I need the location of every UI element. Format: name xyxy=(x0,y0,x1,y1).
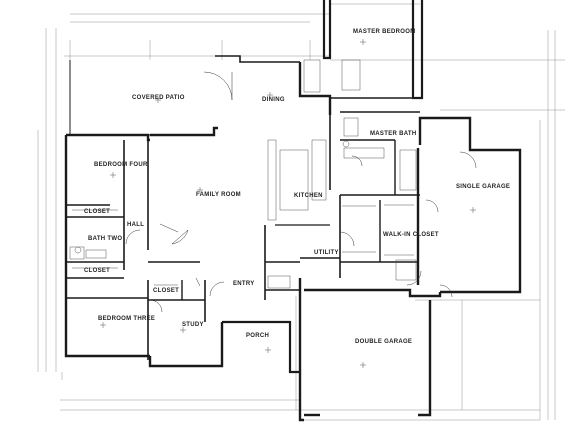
label-covered-patio: COVERED PATIO xyxy=(132,95,185,101)
label-double-garage: DOUBLE GARAGE xyxy=(355,339,412,345)
label-master-bath: MASTER BATH xyxy=(370,131,417,137)
label-walk-in-closet: WALK-IN CLOSET xyxy=(383,232,439,238)
label-utility: UTILITY xyxy=(314,250,339,256)
interior-walls xyxy=(66,97,420,360)
label-dining: DINING xyxy=(262,97,285,103)
label-closet-1: CLOSET xyxy=(84,209,110,215)
fixtures xyxy=(69,39,476,368)
label-closet-3: CLOSET xyxy=(153,288,179,294)
label-bedroom-three: BEDROOM THREE xyxy=(98,316,155,322)
label-bedroom-four: BEDROOM FOUR xyxy=(94,162,148,168)
label-bath-two: BATH TWO xyxy=(88,236,122,242)
label-entry: ENTRY xyxy=(233,281,255,287)
exterior-walls xyxy=(64,0,522,422)
room-labels: MASTER BEDROOM COVERED PATIO DINING MAST… xyxy=(84,29,510,345)
door-swings xyxy=(125,71,477,313)
dimension-lines xyxy=(37,3,565,421)
label-kitchen: KITCHEN xyxy=(294,193,323,199)
label-single-garage: SINGLE GARAGE xyxy=(456,184,510,190)
label-family-room: FAMILY ROOM xyxy=(196,192,241,198)
label-porch: PORCH xyxy=(246,333,269,339)
label-master-bedroom: MASTER BEDROOM xyxy=(353,29,416,35)
label-hall: HALL xyxy=(127,222,144,228)
label-closet-2: CLOSET xyxy=(84,268,110,274)
label-study: STUDY xyxy=(182,322,204,328)
